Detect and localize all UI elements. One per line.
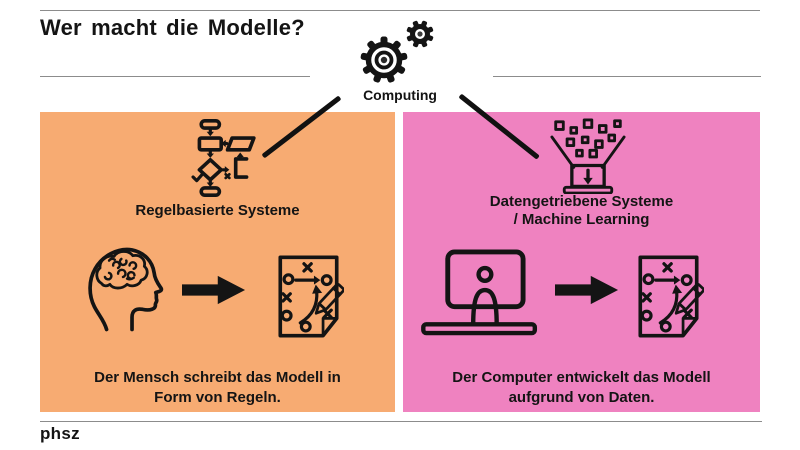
- gears-icon: [354, 19, 438, 92]
- phsz-logo: phsz: [40, 424, 80, 443]
- right-panel-heading: Datengetriebene Systeme / Machine Learni…: [403, 193, 760, 229]
- left-caption-line-2: Form von Regeln.: [154, 389, 281, 406]
- strategy-plan-icon: [633, 253, 705, 345]
- strategy-plan-icon: [273, 253, 345, 345]
- arrow-right-icon: [182, 273, 246, 312]
- flowchart-icon: [186, 119, 260, 202]
- right-caption-line-2: aufgrund von Daten.: [508, 389, 655, 406]
- computer-monitor-icon: [421, 248, 543, 343]
- page-title: Wer macht die Modelle?: [40, 15, 305, 40]
- left-panel-heading: Regelbasierte Systeme: [135, 202, 300, 219]
- right-heading-line-2: / Machine Learning: [513, 211, 650, 228]
- left-caption-line-1: Der Mensch schreibt das Modell in: [94, 369, 341, 386]
- data-funnel-laptop-icon: [544, 118, 632, 199]
- panel-rule-based: Regelbasierte Systeme: [40, 112, 395, 412]
- right-heading-line-1: Datengetriebene Systeme: [489, 193, 674, 210]
- panel-data-driven: Datengetriebene Systeme / Machine Learni…: [403, 112, 760, 412]
- mid-rule-left: [40, 76, 310, 77]
- human-head-brain-icon: [82, 240, 164, 337]
- left-panel-caption: Der Mensch schreibt das Modell in Form v…: [40, 368, 395, 408]
- computing-label: Computing: [363, 87, 437, 103]
- right-caption-line-1: Der Computer entwickelt das Modell: [452, 369, 711, 386]
- right-panel-caption: Der Computer entwickelt das Modell aufgr…: [403, 368, 760, 408]
- bottom-rule: [40, 421, 762, 422]
- arrow-right-icon: [555, 273, 619, 312]
- mid-rule-right: [493, 76, 761, 77]
- top-rule: [40, 10, 760, 11]
